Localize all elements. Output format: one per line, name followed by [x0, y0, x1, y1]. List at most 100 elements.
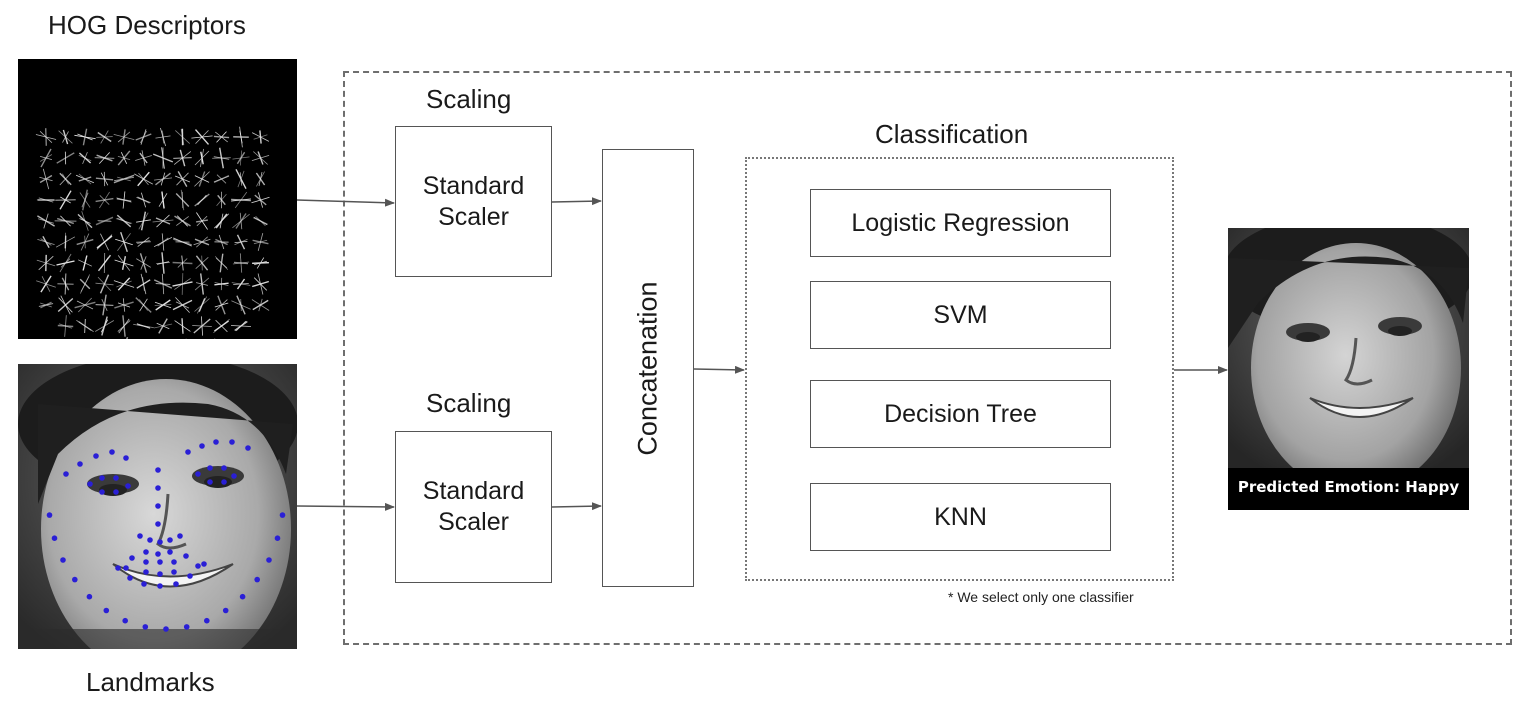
landmark-dot: [122, 617, 128, 624]
landmark-dot: [171, 559, 177, 565]
landmark-dot: [157, 571, 163, 577]
hog-gradient-stroke: [256, 257, 265, 269]
hog-gradient-stroke: [230, 325, 252, 327]
classification-container: [745, 157, 1174, 581]
landmark-dot: [204, 617, 210, 624]
hog-gradient-stroke: [96, 136, 113, 138]
hog-gradient-stroke: [216, 174, 227, 184]
hog-gradient-stroke: [40, 302, 52, 308]
landmark-dot: [254, 576, 260, 583]
landmark-dot: [207, 465, 213, 471]
landmark-dot: [195, 471, 201, 477]
hog-gradient-stroke: [194, 150, 210, 166]
hog-gradient-stroke: [231, 198, 251, 202]
landmark-dot: [231, 473, 237, 479]
hog-gradient-stroke: [213, 318, 230, 334]
landmark-dot: [123, 455, 129, 461]
landmark-dot: [115, 565, 121, 571]
hog-gradient-stroke: [36, 280, 56, 288]
concatenation-box: Concatenation: [602, 149, 694, 587]
hog-gradient-stroke: [161, 192, 165, 208]
landmark-dot: [239, 593, 246, 600]
output-face-image: Predicted Emotion: Happy: [1228, 228, 1469, 510]
hog-gradient-stroke: [134, 173, 153, 185]
hog-gradient-stroke: [99, 152, 110, 164]
hog-gradient-stroke: [173, 157, 192, 159]
hog-gradient-stroke: [253, 239, 268, 245]
hog-gradient-stroke: [58, 297, 73, 313]
landmark-dot: [143, 569, 149, 575]
hog-gradient-stroke: [97, 276, 112, 292]
landmark-dot: [229, 439, 235, 445]
hog-gradient-stroke: [60, 258, 71, 268]
hog-gradient-stroke: [194, 277, 210, 291]
landmark-dot: [207, 479, 213, 485]
hog-gradient-stroke: [181, 319, 184, 333]
hog-gradient-stroke: [76, 300, 94, 310]
hog-gradient-stroke: [95, 304, 114, 306]
hog-gradient-stroke: [176, 172, 189, 186]
hog-gradient-stroke: [136, 258, 151, 268]
landmark-dot: [155, 485, 161, 491]
landmark-dot: [141, 581, 147, 587]
hog-gradient-stroke: [240, 298, 242, 312]
hog-gradient-stroke: [239, 126, 243, 148]
hog-gradient-stroke: [214, 256, 229, 270]
landmark-dot: [109, 449, 115, 455]
hog-gradient-stroke: [84, 318, 86, 334]
hog-gradient-stroke: [181, 273, 184, 295]
hog-gradient-stroke: [152, 219, 174, 223]
landmark-dot: [113, 489, 119, 495]
hog-gradient-stroke: [117, 302, 131, 308]
hog-gradient-stroke: [58, 323, 73, 329]
arrow-hog-to-scaler: [296, 198, 395, 207]
scaling-title-top: Scaling: [426, 84, 512, 114]
hog-gradient-stroke: [194, 171, 210, 187]
hog-gradient-stroke: [136, 323, 151, 329]
landmark-dot: [155, 551, 161, 557]
hog-gradient-stroke: [234, 241, 248, 243]
landmark-dot: [266, 557, 272, 563]
landmark-dot: [123, 565, 129, 571]
landmark-dot: [157, 583, 163, 589]
standard-scaler-top: Standard Scaler: [395, 126, 552, 277]
hog-gradient-stroke: [113, 280, 135, 288]
classifier-knn: KNN: [810, 483, 1111, 551]
standard-scaler-bottom-line1: Standard: [422, 477, 525, 505]
hog-glyph-grid: [35, 126, 270, 339]
hog-gradient-stroke: [258, 192, 263, 208]
landmark-dot: [163, 626, 169, 632]
hog-gradient-stroke: [194, 298, 210, 312]
hog-gradient-stroke: [60, 215, 71, 227]
hog-gradient-stroke: [251, 132, 270, 142]
hog-gradient-stroke: [39, 176, 53, 182]
landmark-dot: [201, 561, 207, 567]
landmark-dot: [143, 549, 149, 555]
hog-gradient-stroke: [141, 192, 146, 208]
landmark-dot: [279, 512, 286, 518]
hog-gradient-stroke: [155, 135, 171, 139]
standard-scaler-top-line1: Standard: [422, 171, 525, 200]
landmark-dot: [183, 624, 190, 630]
hog-gradient-stroke: [197, 195, 207, 205]
hog-gradient-stroke: [256, 171, 265, 187]
standard-scaler-bottom: Standard Scaler: [395, 431, 552, 583]
hog-gradient-stroke: [113, 134, 135, 140]
hog-gradient-stroke: [176, 215, 189, 227]
landmark-dot: [99, 475, 105, 481]
landmark-dot: [51, 535, 58, 541]
landmark-dot: [142, 624, 149, 630]
hog-gradient-stroke: [139, 298, 148, 312]
landmark-dot: [155, 467, 161, 473]
hog-gradient-stroke: [192, 325, 212, 327]
hog-gradient-stroke: [117, 156, 131, 160]
hog-gradient-stroke: [100, 319, 109, 333]
landmark-dot: [187, 573, 193, 579]
landmark-dot: [93, 453, 99, 459]
hog-gradient-stroke: [239, 172, 243, 186]
hog-gradient-stroke: [114, 259, 134, 267]
landmark-dot: [127, 575, 133, 581]
hog-gradient-stroke: [251, 299, 270, 311]
hog-gradient-stroke: [59, 172, 72, 186]
